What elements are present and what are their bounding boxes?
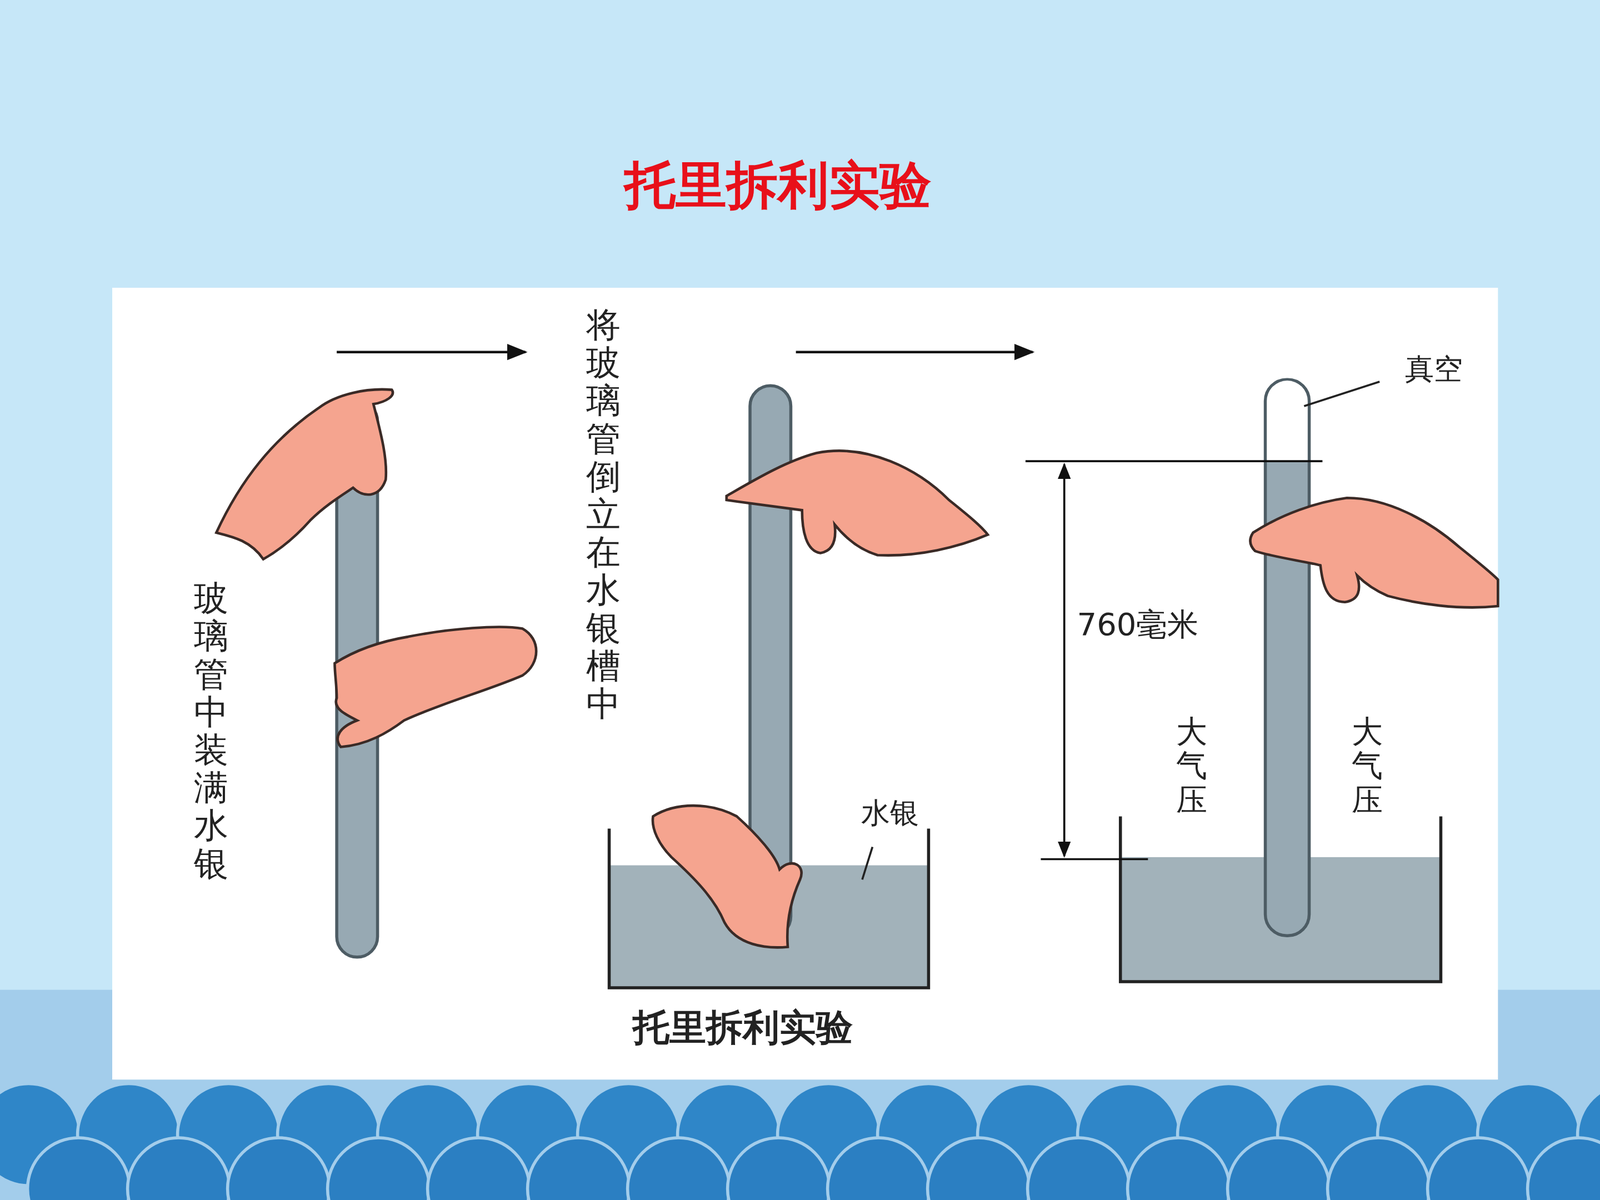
wave-scallop <box>627 1137 730 1200</box>
leader-line <box>1303 381 1380 407</box>
step-label: 玻璃管中装满水银 <box>193 579 229 883</box>
figure-caption: 托里拆利实验 <box>632 1007 853 1048</box>
hand <box>726 451 988 556</box>
wave-scallop <box>1027 1137 1130 1200</box>
dimension-line <box>1025 460 1323 463</box>
white-panel <box>112 287 1498 1080</box>
pressure-label: 大气压 <box>1176 714 1208 818</box>
vacuum-label: 真空 <box>1405 353 1463 385</box>
hand <box>216 389 393 560</box>
hand <box>1250 497 1498 608</box>
wave-scallop <box>827 1137 930 1200</box>
wave-scallop <box>327 1137 430 1200</box>
stage-three <box>1025 379 1498 982</box>
wave-scallop <box>127 1137 230 1200</box>
dimension-arrow <box>1063 464 1066 857</box>
slide-title: 托里拆利实验 <box>624 157 932 214</box>
wave-scallop <box>1127 1137 1230 1200</box>
height-dimension: 760毫米 <box>1073 607 1203 642</box>
wave-scallop <box>727 1137 830 1200</box>
step-arrow <box>796 350 1033 354</box>
wave-scallop <box>227 1137 330 1200</box>
pressure-label: 大气压 <box>1351 714 1383 818</box>
wave-scallop <box>1327 1137 1430 1200</box>
wave-scallop <box>927 1137 1030 1200</box>
glass-tube <box>1265 379 1310 936</box>
stage-two <box>609 385 988 988</box>
leader-line <box>862 846 873 880</box>
wave-scallop <box>1227 1137 1330 1200</box>
wave-scallop <box>427 1137 530 1200</box>
wave-scallop <box>27 1137 130 1200</box>
step-arrow <box>336 350 526 354</box>
dimension-line <box>1040 858 1148 861</box>
vacuum-space <box>1266 380 1308 462</box>
wave-scallop <box>527 1137 630 1200</box>
stage-one <box>216 389 537 958</box>
wave-scallop <box>1427 1137 1530 1200</box>
mercury-label: 水银 <box>861 797 919 829</box>
step-label: 将玻璃管倒立在水银槽中 <box>586 306 621 723</box>
finger-stopper-hand <box>652 805 802 948</box>
wave-scallop <box>1527 1137 1600 1200</box>
wave-decoration <box>0 1083 1600 1200</box>
hand <box>334 627 537 748</box>
